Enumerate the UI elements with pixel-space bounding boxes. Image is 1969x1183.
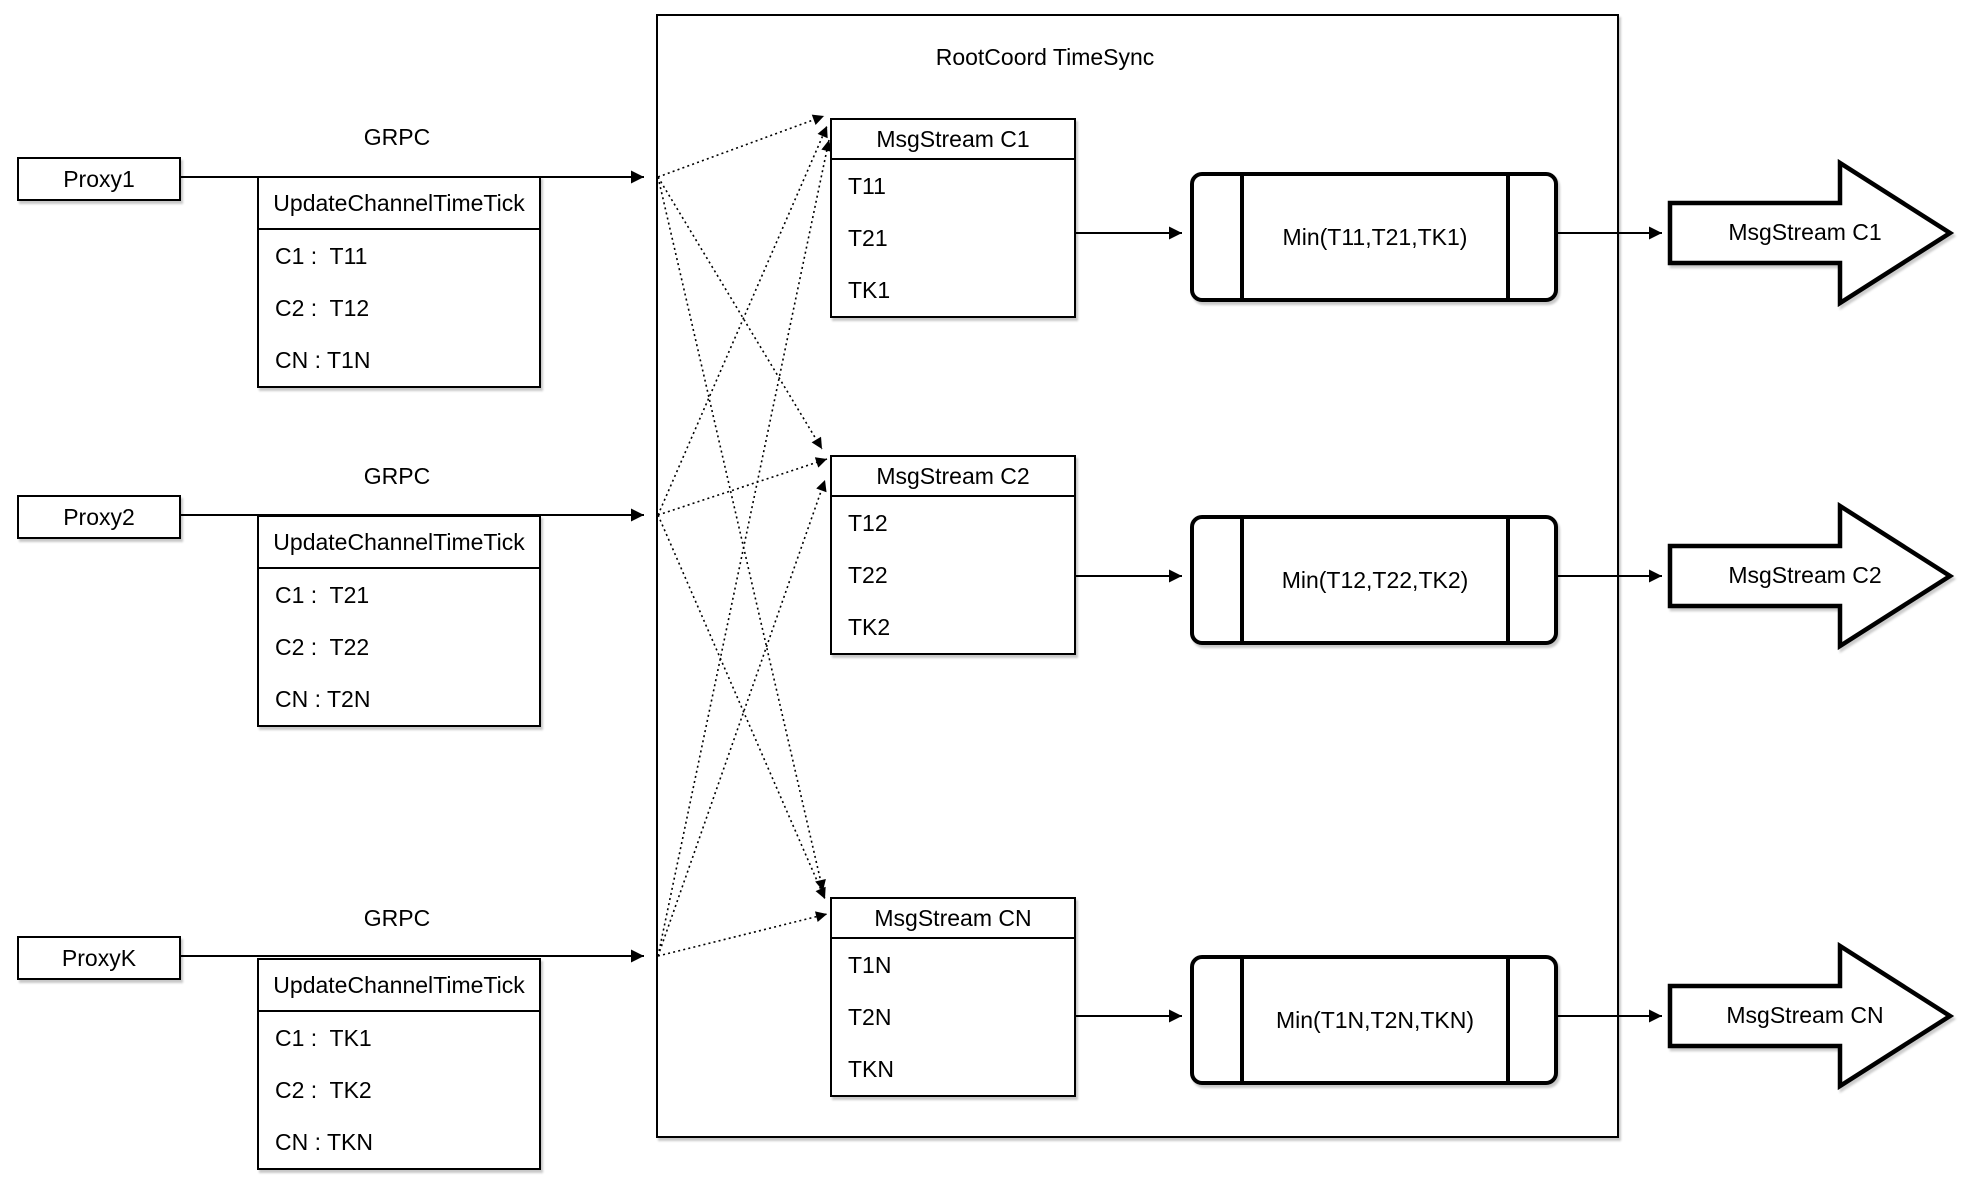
table-header: MsgStream C1 bbox=[832, 120, 1074, 160]
proxy2-label: Proxy2 bbox=[63, 503, 135, 530]
msgstream-c1-output-arrow-icon bbox=[1667, 158, 1955, 308]
min-label-3: Min(T1N,T2N,TKN) bbox=[1275, 1006, 1475, 1033]
table-row: C2 : TK2 bbox=[275, 1076, 372, 1103]
msgstream-cn-table: MsgStream CN T1N T2N TKN bbox=[830, 897, 1076, 1097]
grpc-label-1: GRPC bbox=[363, 124, 431, 150]
process-divider bbox=[1506, 176, 1510, 298]
table-row: CN : T2N bbox=[275, 685, 371, 712]
proxyk-box: ProxyK bbox=[17, 936, 181, 980]
output-arrows bbox=[1667, 158, 1955, 1091]
min-process-box-1: Min(T11,T21,TK1) bbox=[1190, 172, 1558, 302]
proxy2-box: Proxy2 bbox=[17, 495, 181, 539]
table-row: C2 : T22 bbox=[275, 633, 370, 660]
table-header: MsgStream C2 bbox=[832, 457, 1074, 497]
dotted-line-p2-c2 bbox=[657, 457, 828, 516]
process-divider bbox=[1506, 959, 1510, 1081]
timetick-dotted-lines bbox=[657, 114, 833, 957]
update-timetick-table-3: UpdateChannelTimeTick C1 : TK1 C2 : TK2 … bbox=[257, 958, 541, 1170]
min-process-box-3: Min(T1N,T2N,TKN) bbox=[1190, 955, 1558, 1085]
table-row: T2N bbox=[848, 1003, 892, 1030]
process-divider bbox=[1240, 959, 1244, 1081]
table-header: UpdateChannelTimeTick bbox=[259, 960, 539, 1012]
dotted-line-pk-cn bbox=[657, 911, 828, 957]
table-row: T21 bbox=[848, 224, 888, 251]
proxy1-label: Proxy1 bbox=[63, 165, 135, 192]
msgstream-cn-output-label: MsgStream CN bbox=[1726, 1002, 1884, 1028]
table-row: C2 : T12 bbox=[275, 294, 370, 321]
dotted-line-p1-c2 bbox=[657, 176, 823, 450]
msgstream-c1-output-label: MsgStream C1 bbox=[1728, 219, 1882, 245]
table-header: UpdateChannelTimeTick bbox=[259, 178, 539, 230]
table-row: T22 bbox=[848, 561, 888, 588]
dotted-line-p2-cn bbox=[657, 514, 826, 900]
rootcoord-timesync-title: RootCoord TimeSync bbox=[935, 44, 1155, 70]
dotted-line-p2-c1 bbox=[657, 125, 828, 516]
table-row: TK1 bbox=[848, 276, 891, 303]
min-label-1: Min(T11,T21,TK1) bbox=[1282, 223, 1468, 250]
msgstream-c2-output-label: MsgStream C2 bbox=[1728, 562, 1882, 588]
msgstream-c1-table: MsgStream C1 T11 T21 TK1 bbox=[830, 118, 1076, 318]
table-header: MsgStream CN bbox=[832, 899, 1074, 939]
grpc-label-2: GRPC bbox=[363, 463, 431, 489]
table-row: CN : T1N bbox=[275, 346, 371, 373]
proxyk-label: ProxyK bbox=[61, 944, 137, 971]
table-row: CN : TKN bbox=[275, 1128, 373, 1155]
process-divider bbox=[1240, 176, 1244, 298]
min-connectors bbox=[1072, 226, 1662, 1023]
dotted-line-p1-cn bbox=[657, 176, 826, 892]
dotted-line-pk-c2 bbox=[657, 479, 827, 957]
min-process-box-2: Min(T12,T22,TK2) bbox=[1190, 515, 1558, 645]
process-divider bbox=[1506, 519, 1510, 641]
update-timetick-table-2: UpdateChannelTimeTick C1 : T21 C2 : T22 … bbox=[257, 515, 541, 727]
process-divider bbox=[1240, 519, 1244, 641]
proxy1-box: Proxy1 bbox=[17, 157, 181, 201]
table-row: C1 : TK1 bbox=[275, 1024, 372, 1051]
table-row: T1N bbox=[848, 951, 892, 978]
msgstream-c2-table: MsgStream C2 T12 T22 TK2 bbox=[830, 455, 1076, 655]
update-timetick-table-1: UpdateChannelTimeTick C1 : T11 C2 : T12 … bbox=[257, 176, 541, 388]
grpc-label-3: GRPC bbox=[363, 905, 431, 931]
msgstream-cn-output-arrow-icon bbox=[1667, 941, 1955, 1091]
table-row: TKN bbox=[848, 1055, 894, 1082]
table-row: T11 bbox=[848, 172, 886, 199]
min-label-2: Min(T12,T22,TK2) bbox=[1281, 566, 1469, 593]
table-row: C1 : T11 bbox=[275, 242, 368, 269]
dotted-line-pk-c1 bbox=[657, 139, 833, 957]
dotted-line-p1-c1 bbox=[657, 114, 825, 178]
table-row: TK2 bbox=[848, 613, 891, 640]
table-row: C1 : T21 bbox=[275, 581, 370, 608]
msgstream-c2-output-arrow-icon bbox=[1667, 501, 1955, 651]
table-header: UpdateChannelTimeTick bbox=[259, 517, 539, 569]
table-row: T12 bbox=[848, 509, 888, 536]
